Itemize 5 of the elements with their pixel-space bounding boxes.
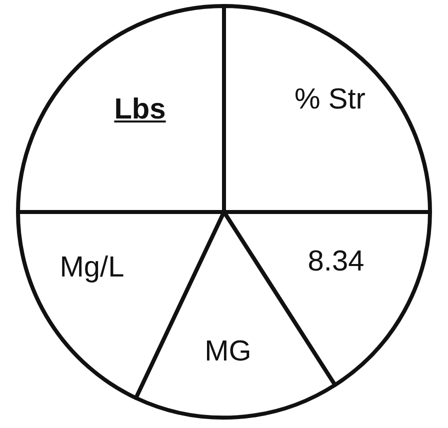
segment-label: MG [204,336,252,368]
segment-label: Lbs [114,94,166,126]
segment-label: % Str [294,84,366,116]
segment-label: 8.34 [308,246,364,278]
segment-label: Mg/L [60,252,124,284]
